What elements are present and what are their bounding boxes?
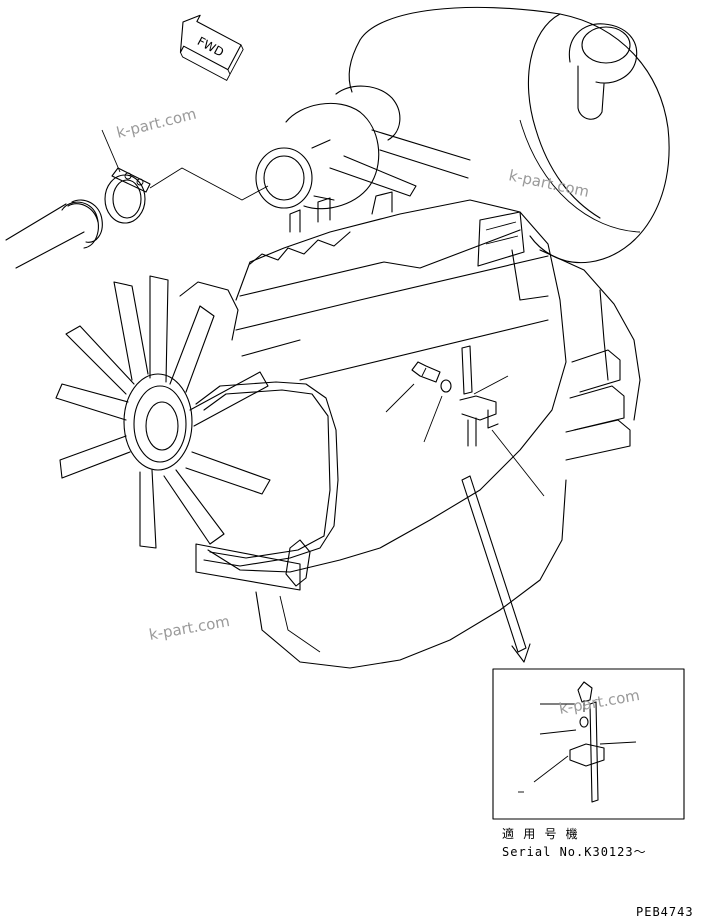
leader-line (473, 375, 509, 395)
inset-detail (492, 668, 685, 820)
detail-arrow (461, 475, 531, 663)
intake-hose (5, 199, 103, 269)
leader-line (149, 167, 269, 201)
inset-caption-japanese: 適 用 号 機 (502, 826, 579, 841)
fwd-arrow: FWD (179, 14, 244, 81)
leader-line (101, 129, 121, 173)
cooling-fan (55, 275, 271, 549)
figure-code: PEB4743 (636, 905, 694, 919)
watermark: k-part.com (148, 612, 232, 644)
bolt (411, 361, 441, 383)
engine-block (207, 191, 641, 669)
turbocharger (255, 85, 471, 210)
leader-line (385, 383, 415, 413)
fwd-label: FWD (195, 34, 226, 60)
watermark: k-part.com (558, 686, 642, 718)
inset-caption-serial: Serial No.K30123～ (502, 845, 647, 859)
leader-line (423, 395, 443, 443)
clip-bracket (459, 345, 499, 447)
leader-line (491, 429, 545, 497)
muffler-drum (348, 6, 670, 264)
watermark: k-part.com (115, 105, 199, 142)
watermark: k-part.com (507, 166, 591, 201)
hose-clamp (104, 167, 151, 224)
washer (440, 379, 452, 393)
